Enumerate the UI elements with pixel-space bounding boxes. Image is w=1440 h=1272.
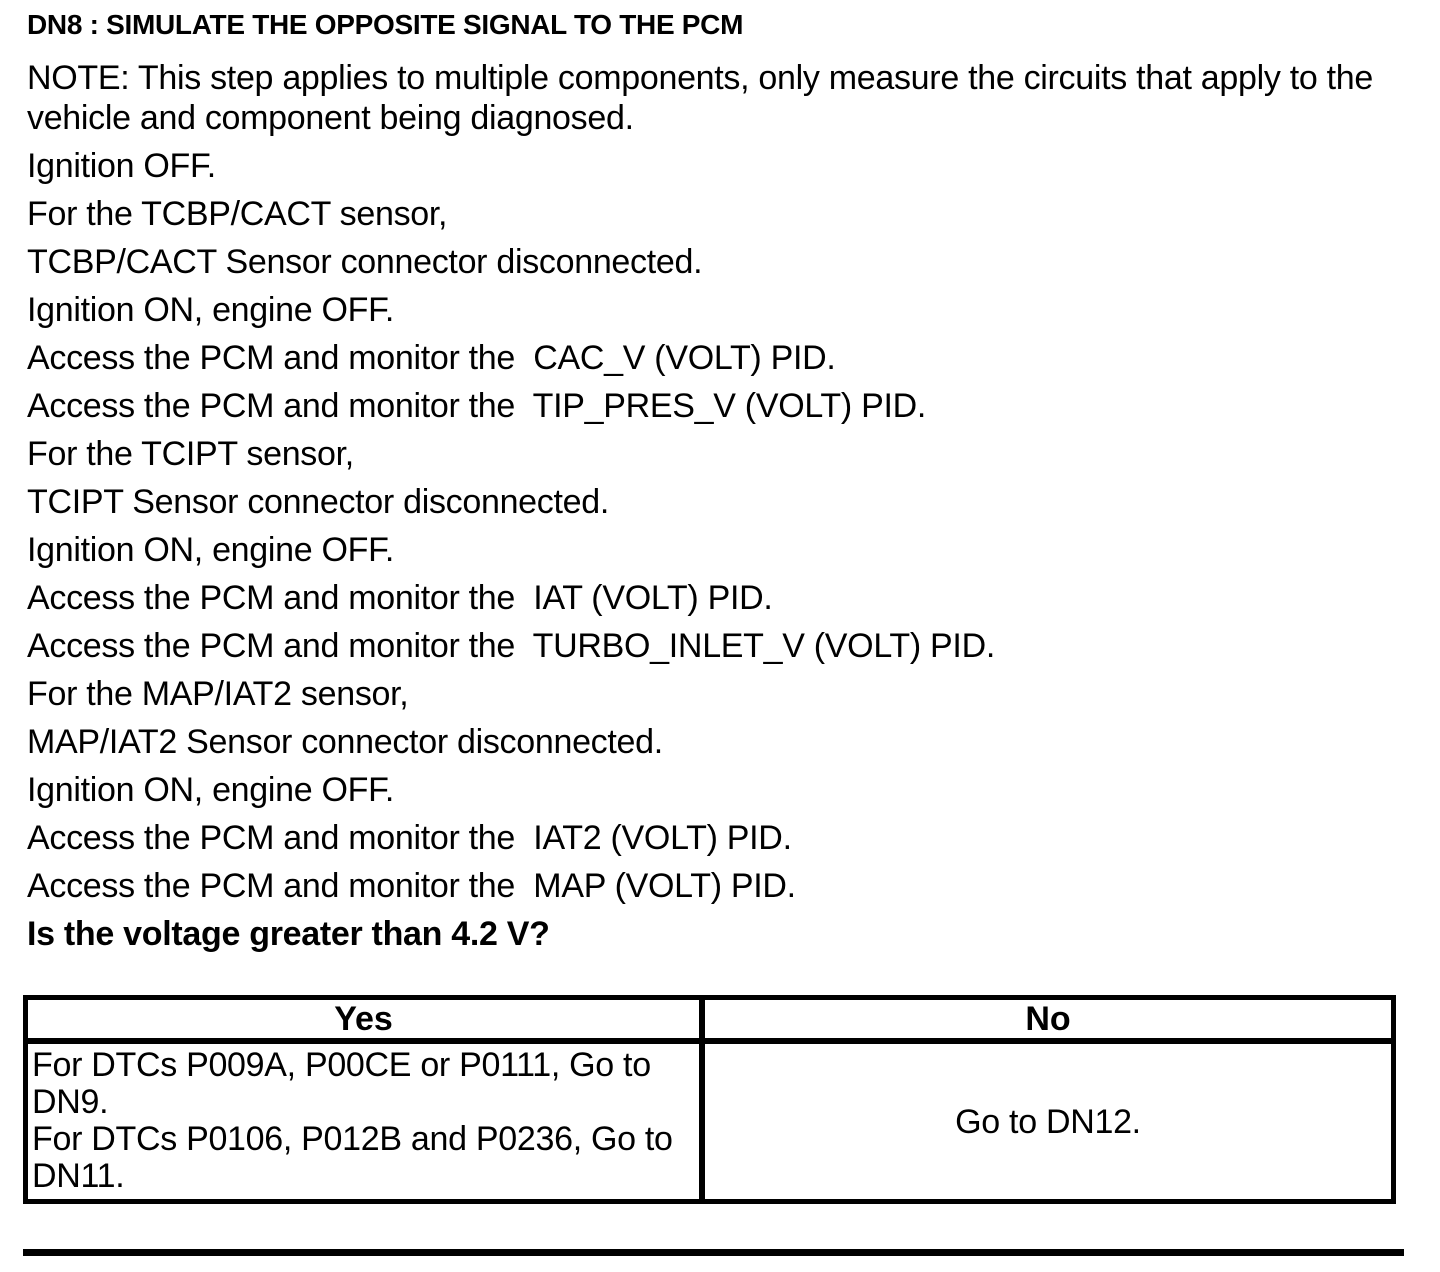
- instruction-line: Ignition ON, engine OFF.: [27, 531, 394, 569]
- note-paragraph: NOTE: This step applies to multiple comp…: [27, 59, 1383, 137]
- instruction-line: Ignition ON, engine OFF.: [27, 771, 394, 809]
- instruction-line: For the TCIPT sensor,: [27, 435, 354, 473]
- yes-no-table: Yes No For DTCs P009A, P00CE or P0111, G…: [23, 995, 1396, 1204]
- instruction-line: Access the PCM and monitor the IAT2 (VOL…: [27, 819, 792, 857]
- instruction-line: Access the PCM and monitor the IAT (VOLT…: [27, 579, 773, 617]
- section-divider-rule: [23, 1249, 1404, 1256]
- yes-answer-line: For DTCs P0106, P012B and P0236, Go to D…: [32, 1120, 682, 1195]
- instruction-line: TCBP/CACT Sensor connector disconnected.: [27, 243, 703, 281]
- no-column-header: No: [1025, 1000, 1071, 1038]
- instruction-line: Access the PCM and monitor the MAP (VOLT…: [27, 867, 796, 905]
- yes-answer-cell: For DTCs P009A, P00CE or P0111, Go to DN…: [28, 1044, 705, 1199]
- instruction-line: Ignition OFF.: [27, 147, 216, 185]
- instruction-line: For the MAP/IAT2 sensor,: [27, 675, 409, 713]
- instruction-line: For the TCBP/CACT sensor,: [27, 195, 448, 233]
- instruction-line: Access the PCM and monitor the TIP_PRES_…: [27, 387, 926, 425]
- document-content: DN8 : SIMULATE THE OPPOSITE SIGNAL TO TH…: [23, 0, 1417, 1256]
- yes-column-header: Yes: [28, 1000, 705, 1038]
- instruction-line: Ignition ON, engine OFF.: [27, 291, 394, 329]
- no-answer-line: Go to DN12.: [955, 1102, 1141, 1141]
- instruction-line: TCIPT Sensor connector disconnected.: [27, 483, 609, 521]
- no-answer-cell: Go to DN12.: [705, 1044, 1391, 1199]
- table-body-row: For DTCs P009A, P00CE or P0111, Go to DN…: [28, 1044, 1391, 1199]
- table-header-row: Yes No: [28, 1000, 1391, 1044]
- instruction-line: Access the PCM and monitor the TURBO_INL…: [27, 627, 995, 665]
- instruction-line: MAP/IAT2 Sensor connector disconnected.: [27, 723, 663, 761]
- decision-question: Is the voltage greater than 4.2 V?: [27, 915, 550, 953]
- instruction-line: Access the PCM and monitor the CAC_V (VO…: [27, 339, 836, 377]
- yes-answer-line: For DTCs P009A, P00CE or P0111, Go to DN…: [32, 1046, 660, 1121]
- step-title: DN8 : SIMULATE THE OPPOSITE SIGNAL TO TH…: [27, 9, 744, 40]
